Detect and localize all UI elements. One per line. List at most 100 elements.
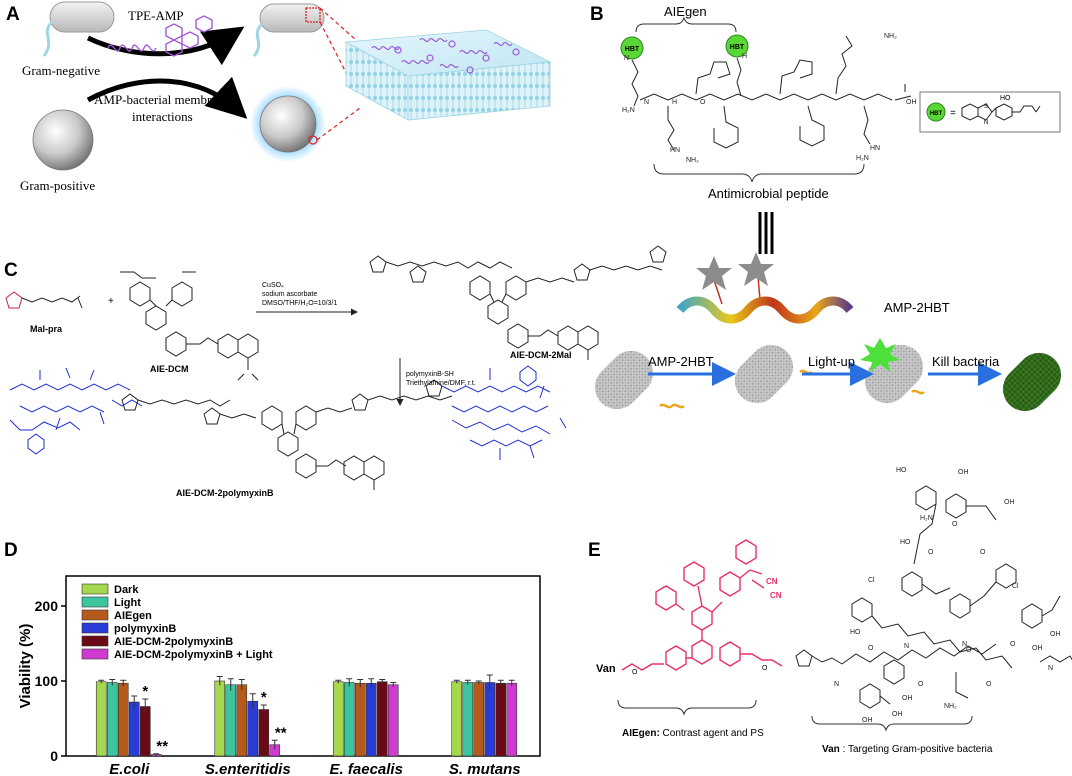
- bars: [95, 674, 518, 757]
- legend-label: AIEgen: [114, 610, 152, 622]
- bar: [343, 682, 355, 757]
- significance-marker: **: [156, 738, 168, 755]
- svg-text:H₂N: H₂N: [920, 515, 933, 522]
- svg-text:O: O: [980, 549, 986, 556]
- svg-text:HO: HO: [850, 629, 861, 636]
- svg-text:OH: OH: [862, 717, 873, 724]
- bar: [495, 682, 507, 757]
- step-light-up: Light-up: [808, 354, 855, 369]
- svg-text:Cl: Cl: [868, 577, 875, 584]
- interaction-label-line1: AMP-bacterial membrane: [94, 92, 230, 107]
- svg-text:N: N: [644, 99, 649, 106]
- svg-text:HBT: HBT: [930, 111, 943, 117]
- svg-text:O: O: [918, 681, 924, 688]
- svg-text:Cl: Cl: [1012, 583, 1019, 590]
- svg-text:N: N: [1048, 665, 1053, 672]
- svg-text:OH: OH: [1050, 631, 1061, 638]
- legend-swatch: [81, 635, 109, 647]
- legend-swatch: [81, 648, 109, 660]
- hbt-tag-right: HBT: [725, 34, 749, 58]
- significance-annotations: ******: [142, 683, 286, 755]
- bar: [376, 681, 388, 757]
- svg-text:S: S: [984, 104, 988, 110]
- svg-text:N: N: [962, 641, 967, 648]
- svg-text:N: N: [834, 681, 839, 688]
- legend-label: polymyxinB: [114, 623, 176, 635]
- bar: [484, 682, 496, 757]
- bar: [247, 700, 259, 757]
- svg-text:OH: OH: [906, 99, 917, 106]
- svg-text:NH₂: NH₂: [884, 33, 897, 40]
- chart-frame: [65, 575, 541, 757]
- svg-text:OH: OH: [892, 711, 903, 718]
- svg-text:OH: OH: [958, 469, 969, 476]
- svg-text:N: N: [984, 120, 988, 126]
- svg-text:HO: HO: [1000, 95, 1011, 102]
- peptide-structure: [631, 35, 912, 151]
- panel-a: A Gram-negative Gram-positive TPE-AMP AM…: [6, 1, 552, 193]
- aiegen-brace: [617, 699, 757, 716]
- bacteria-process: [594, 338, 1062, 412]
- interaction-label-line2: interactions: [132, 109, 193, 124]
- bar: [506, 682, 518, 757]
- bar: [95, 681, 107, 757]
- svg-text:H: H: [742, 53, 747, 60]
- panel-e: E Van CN CN O O: [588, 467, 1072, 755]
- svg-text:O: O: [1010, 641, 1016, 648]
- svg-text:H₂N: H₂N: [622, 107, 635, 114]
- aiegen-caption: AIEgen: Contrast agent and PS: [622, 728, 764, 739]
- y-axis-label: Viability (%): [17, 624, 34, 709]
- legend-swatch: [81, 622, 109, 634]
- bar: [332, 681, 344, 757]
- bar: [258, 709, 270, 757]
- legend-label: Dark: [114, 584, 139, 596]
- probe-name: AMP-2HBT: [884, 300, 950, 315]
- bar: [106, 682, 118, 757]
- hbt-tag-left: HBT: [620, 36, 644, 60]
- tpe-amp-molecule-icon: [107, 15, 213, 57]
- y-tick-label: 100: [35, 673, 59, 689]
- svg-text:+: +: [108, 296, 114, 307]
- light-burst-icon: [860, 338, 900, 372]
- svg-text:HO: HO: [896, 467, 907, 474]
- bar: [214, 680, 226, 757]
- van-label: Van: [596, 663, 616, 675]
- bar: [225, 684, 237, 757]
- panel-e-label: E: [588, 540, 601, 561]
- svg-text:O: O: [762, 665, 768, 672]
- van-caption: Van : Targeting Gram-positive bacteria: [822, 744, 993, 755]
- gram-positive-label: Gram-positive: [20, 178, 95, 193]
- svg-text:=: =: [950, 108, 956, 119]
- panel-b-label: B: [590, 4, 604, 25]
- lipid-membrane: [344, 29, 552, 121]
- polymyxin-core: [121, 379, 453, 490]
- gram-negative-label: Gram-negative: [22, 63, 100, 78]
- legend-label: AIE-DCM-2polymyxinB: [114, 636, 233, 648]
- bar: [365, 682, 377, 757]
- panel-c-label: C: [4, 260, 18, 281]
- star-icon: [738, 252, 774, 286]
- svg-text:NH₂: NH₂: [944, 703, 957, 710]
- bar: [128, 701, 140, 757]
- category-label: E. faecalis: [330, 761, 403, 776]
- svg-text:HBT: HBT: [730, 44, 745, 51]
- condition-base: Triethylamine/DMF, r.t.: [406, 380, 476, 387]
- aie-dcm-2polymyxinb-label: AIE-DCM-2polymyxinB: [176, 488, 274, 498]
- category-label: E.coli: [109, 761, 150, 776]
- bar: [354, 682, 366, 757]
- svg-text:O: O: [986, 681, 992, 688]
- svg-text:HO: HO: [900, 539, 911, 546]
- step-kill-bacteria: Kill bacteria: [932, 354, 1000, 369]
- vancomycin-structure: [795, 485, 1072, 709]
- bar: [473, 682, 485, 757]
- amp-caption: Antimicrobial peptide: [708, 186, 829, 201]
- bar: [451, 681, 463, 757]
- condition-solvent: DMSO/THF/H₂O=10/3/1: [262, 300, 337, 307]
- legend-swatch: [81, 596, 109, 608]
